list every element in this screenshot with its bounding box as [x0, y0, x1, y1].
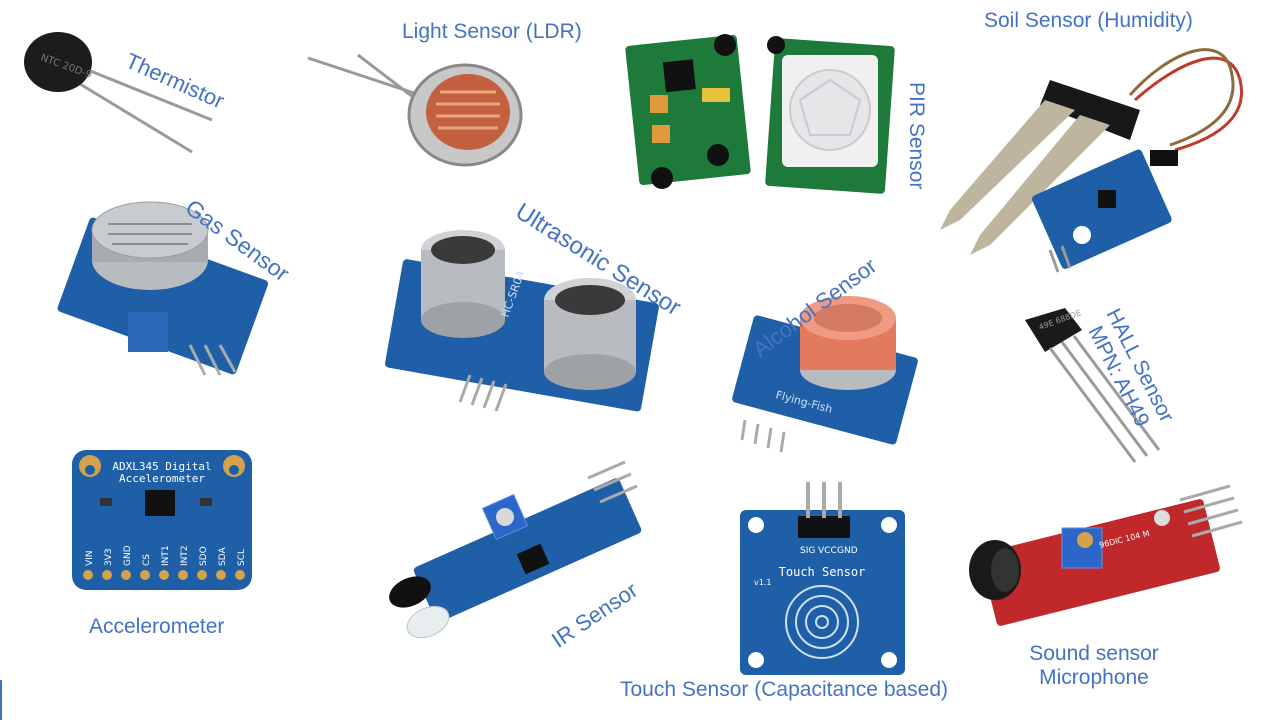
soil-picture: [940, 48, 1243, 273]
accelerometer-pin-int2: INT2: [180, 545, 190, 566]
label-pir: PIR Sensor: [905, 82, 928, 190]
touch-board-version: v1.1: [754, 578, 771, 587]
accelerometer-pin-sda: SDA: [218, 547, 228, 566]
label-sound-line2: Microphone: [1039, 666, 1149, 690]
label-sound-line1: Sound sensor: [1029, 642, 1159, 665]
alcohol-picture: Flying-Fish: [732, 296, 918, 453]
accelerometer-pin-vin: VIN: [85, 550, 95, 566]
accelerometer-pin-sdo: SDO: [199, 546, 209, 566]
hall-picture: 49E 688DE: [1025, 308, 1161, 463]
touch-pin-vcc: VCC: [818, 546, 837, 556]
thermistor-picture: NTC 20D-9: [24, 32, 213, 154]
accelerometer-pin-scl: SCL: [237, 549, 247, 566]
accelerometer-pin-cs: CS: [142, 554, 152, 566]
slide-edge-line: [0, 680, 2, 720]
ldr-picture: [307, 53, 523, 167]
accelerometer-picture: ADXL345 Digital Accelerometer VIN 3V3 GN…: [72, 450, 252, 590]
label-sound: Sound sensor Microphone: [1020, 642, 1168, 690]
label-soil: Soil Sensor (Humidity): [984, 9, 1193, 32]
ir-picture: [389, 460, 642, 639]
accelerometer-board-title-2: Accelerometer: [119, 472, 205, 485]
label-ldr: Light Sensor (LDR): [402, 20, 582, 43]
touch-pin-sig: SIG: [800, 546, 815, 556]
pir-picture: [625, 34, 895, 194]
touch-picture: SIG VCC GND Touch Sensor v1.1: [740, 482, 905, 675]
accelerometer-pin-gnd: GND: [123, 545, 133, 566]
accelerometer-pin-row: [83, 570, 245, 580]
label-touch: Touch Sensor (Capacitance based): [620, 678, 949, 701]
accelerometer-board-title-1: ADXL345 Digital: [112, 460, 211, 473]
accelerometer-pin-int1: INT1: [161, 545, 171, 566]
sound-picture: 96DIC 104 M: [969, 484, 1243, 626]
touch-pin-gnd: GND: [837, 546, 858, 556]
ultrasonic-picture: HC-SR04: [385, 230, 659, 412]
accelerometer-pin-3v3: 3V3: [104, 548, 114, 566]
gas-picture: [57, 201, 269, 376]
label-accelerometer: Accelerometer: [89, 615, 225, 638]
touch-board-text: Touch Sensor: [779, 565, 866, 579]
